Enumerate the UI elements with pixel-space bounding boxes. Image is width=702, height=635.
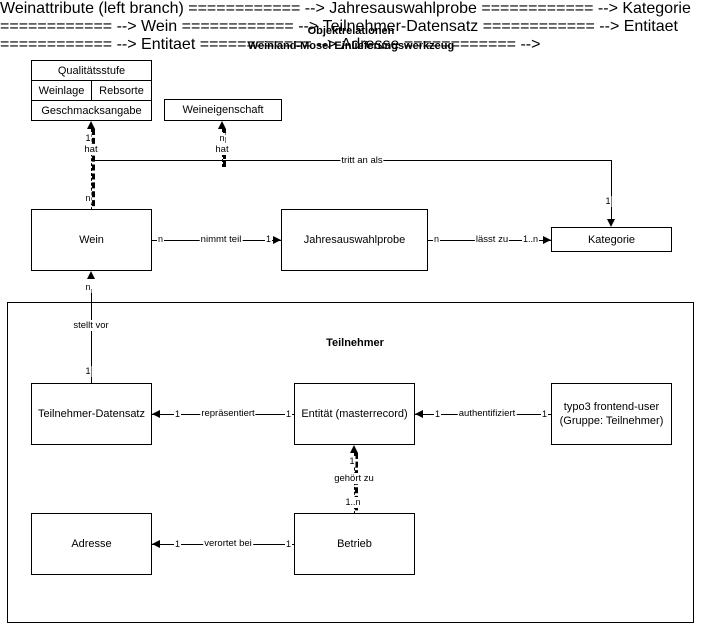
cardinality-nimmt-teil-right: 1 (265, 234, 273, 245)
relation-label-verortet-bei: verortet bei (203, 538, 253, 549)
page-title: Objektrelationen Weinland-Mosel Einliefe… (247, 25, 455, 52)
arrowhead-tritt-an-als (606, 219, 615, 227)
arrowhead-repraesentiert (152, 409, 160, 418)
cardinality-verortet-bei-right: 1 (285, 539, 293, 550)
table-cell-rebsorte: Rebsorte (99, 84, 144, 97)
arrowhead-verortet-bei (152, 539, 160, 548)
relation-label-stellt-vor: stellt vor (72, 320, 110, 331)
cardinality-gehoert-zu-bottom: 1..n (344, 497, 362, 508)
cardinality-hat-links-near: 1 (84, 133, 92, 144)
cardinality-authentifiziert-right: 1 (541, 409, 549, 420)
relation-label-tritt-an-als: tritt an als (340, 155, 384, 166)
connector-tritt-an-als-vertical (611, 160, 612, 219)
table-cell-weinlage: Weinlage (32, 81, 92, 100)
connector-stellt-vor-vertical (91, 289, 92, 383)
cardinality-repraesentiert-left: 1 (174, 409, 182, 420)
relation-label-hat-links: hat (83, 144, 99, 155)
entity-wein[interactable]: Wein (31, 209, 152, 271)
cardinality-gehoert-zu-top: 1 (348, 456, 356, 467)
arrowhead-authentifiziert (415, 409, 423, 418)
entity-kategorie[interactable]: Kategorie (551, 227, 672, 252)
table-row: Weinlage Rebsorte (32, 81, 151, 101)
entity-jahresauswahlprobe[interactable]: Jahresauswahlprobe (281, 209, 428, 271)
arrowhead-laesst-zu (543, 235, 551, 244)
cardinality-nimmt-teil-left: n (157, 234, 165, 245)
entity-typo3-frontend-user[interactable]: typo3 frontend-user (Gruppe: Teilnehmer) (551, 383, 672, 445)
cardinality-laesst-zu-right: 1..n (522, 234, 540, 245)
entity-weinattribute-table[interactable]: Qualitätsstufe Weinlage Rebsorte Geschma… (31, 60, 152, 121)
cardinality-repraesentiert-right: 1 (285, 409, 293, 420)
table-cell-qualitaetsstufe: Qualitätsstufe (57, 64, 126, 77)
cardinality-verortet-bei-left: 1 (174, 539, 182, 550)
table-row: Geschmacksangabe (32, 101, 151, 120)
relation-label-gehoert-zu: gehört zu (333, 473, 375, 484)
cardinality-hat-rechts: n (218, 133, 226, 144)
arrowhead-hat-rechts (217, 121, 226, 129)
group-title-teilnehmer: Teilnehmer (326, 337, 384, 349)
entity-betrieb[interactable]: Betrieb (294, 513, 415, 575)
arrowhead-nimmt-teil (273, 235, 281, 244)
relation-label-hat-rechts: hat (214, 144, 230, 155)
table-cell-geschmacksangabe: Geschmacksangabe (41, 104, 142, 117)
arrowhead-stellt-vor (86, 271, 95, 279)
entity-entitaet-masterrecord[interactable]: Entität (masterrecord) (294, 383, 415, 445)
cardinality-authentifiziert-left: 1 (434, 409, 442, 420)
cardinality-tritt-an-als-target: 1 (604, 196, 612, 207)
cardinality-stellt-vor-top: n (84, 282, 92, 293)
table-row: Qualitätsstufe (32, 61, 151, 81)
entity-weineigenschaft[interactable]: Weineigenschaft (164, 99, 282, 121)
relation-label-repraesentiert: repräsentiert (200, 408, 256, 419)
cardinality-laesst-zu-left: n (433, 234, 441, 245)
arrowhead-gehoert-zu (349, 445, 358, 453)
cardinality-stellt-vor-bottom: 1 (84, 366, 92, 377)
relation-label-authentifiziert: authentifiziert (457, 408, 517, 419)
relation-label-nimmt-teil: nimmt teil (199, 234, 243, 245)
arrowhead-hat-links (86, 121, 95, 129)
relation-label-laesst-zu: lässt zu (474, 234, 510, 245)
entity-adresse[interactable]: Adresse (31, 513, 152, 575)
entity-teilnehmer-datensatz[interactable]: Teilnehmer-Datensatz (31, 383, 152, 445)
cardinality-hat-links-far: n (84, 193, 92, 204)
connector-hat-links-vertical (91, 129, 95, 215)
